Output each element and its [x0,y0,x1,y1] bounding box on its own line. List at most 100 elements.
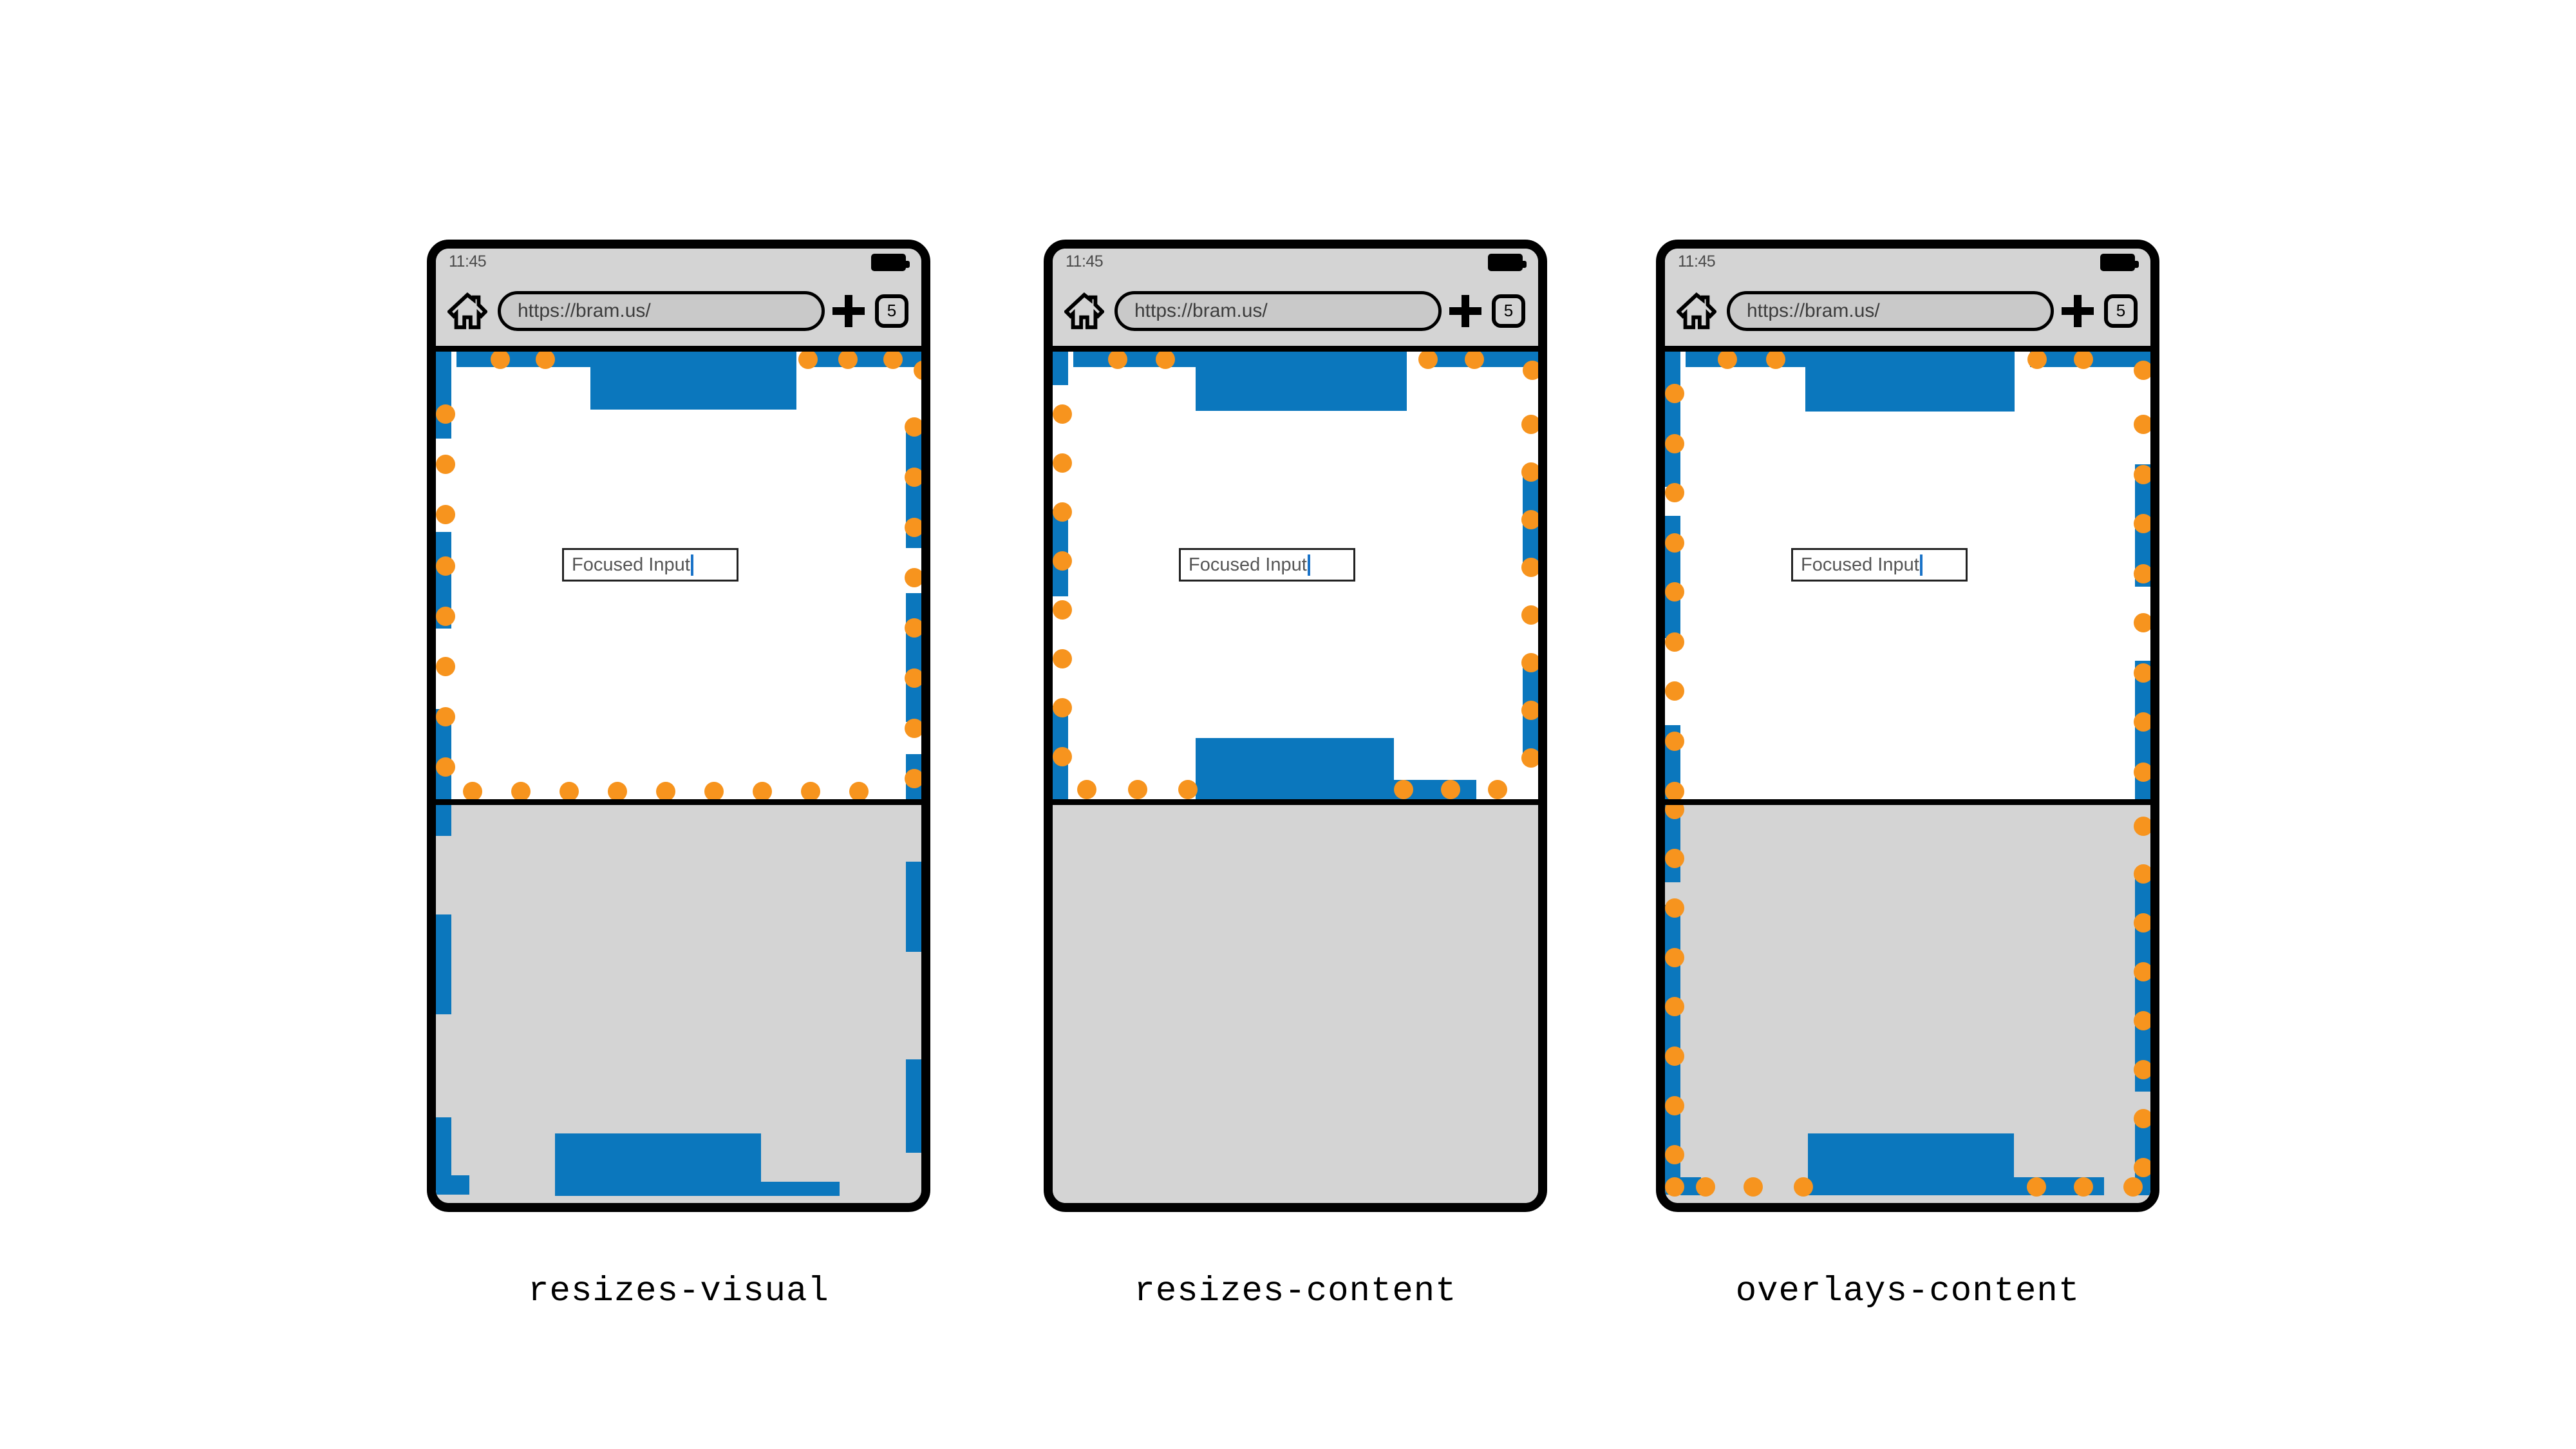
highlight-dot [1718,352,1737,369]
highlight-dot [2134,663,2150,683]
plus-icon[interactable] [1449,294,1481,327]
battery-icon [871,254,910,271]
content-block [436,1117,451,1195]
focused-input[interactable]: Focused Input [1791,548,1968,582]
highlight-dot [1665,849,1684,868]
highlight-dot [905,568,921,587]
text-caret [1919,554,1923,576]
highlight-dot [1794,1177,1813,1197]
highlight-dot [798,352,818,369]
highlight-dot [1696,1177,1715,1197]
home-icon[interactable] [1677,291,1716,331]
highlight-dot [1665,582,1684,601]
highlight-dot [2134,962,2150,981]
content-block [1805,352,2015,412]
highlight-dot [436,657,455,676]
highlight-dot [905,769,921,788]
phone-resizes-content: 11:45 https://bram.us/ 5 [1044,240,1547,1212]
highlight-dot [1108,352,1127,369]
content-block [451,1175,469,1195]
plus-icon[interactable] [832,294,865,327]
highlight-dot [914,361,921,380]
focused-input[interactable]: Focused Input [1179,548,1355,582]
highlight-dot [1178,780,1198,799]
highlight-dot [608,782,627,799]
on-screen-keyboard[interactable] [436,799,921,1203]
browser-toolbar: https://bram.us/ 5 [1665,276,2150,346]
viewport-content: Focused Input [436,352,921,799]
highlight-dot [1521,558,1538,577]
highlight-dot [2134,564,2150,583]
highlight-dot [1523,361,1538,380]
highlight-dot [1665,732,1684,751]
focused-input[interactable]: Focused Input [562,548,738,582]
content-block [436,352,451,358]
highlight-dot [1488,780,1507,799]
browser-chrome: 11:45 https://bram.us/ 5 [1053,249,1538,352]
browser-chrome: 11:45 https://bram.us/ 5 [1665,249,2150,352]
on-screen-keyboard[interactable] [1665,799,2150,1203]
highlight-dot [436,757,455,777]
phone-screen: 11:45 https://bram.us/ 5 [1053,249,1538,1203]
url-bar[interactable]: https://bram.us/ [498,290,825,331]
content-block [1053,358,1068,385]
highlight-dot [1053,649,1072,668]
highlight-dot [1394,780,1413,799]
highlight-dot [2027,352,2047,369]
page-viewport: Focused Input [1053,352,1538,799]
highlight-dot [2134,514,2150,533]
highlight-dot [2134,1158,2150,1177]
highlight-dot [2074,1177,2093,1197]
highlight-dot [1053,551,1072,571]
highlight-dot [436,404,455,424]
content-block [590,352,796,410]
focused-input-value: Focused Input [1189,554,1307,575]
highlight-dot [511,782,531,799]
highlight-dot [491,352,510,369]
url-bar[interactable]: https://bram.us/ [1727,290,2054,331]
home-icon[interactable] [447,291,487,331]
highlight-dot [1418,352,1438,369]
content-block [555,1133,761,1182]
page-viewport: Focused Input [436,352,921,799]
browser-toolbar: https://bram.us/ 5 [436,276,921,346]
content-block [1808,1133,2014,1179]
highlight-dot [2134,613,2150,632]
highlight-dot [2134,817,2150,836]
highlight-dot [905,468,921,487]
on-screen-keyboard[interactable] [1053,799,1538,1203]
highlight-dot [753,782,772,799]
highlight-dot [905,668,921,688]
content-block [1073,352,1208,367]
highlight-dot [1665,805,1684,819]
url-bar[interactable]: https://bram.us/ [1114,290,1442,331]
highlight-dot [801,782,820,799]
plus-icon[interactable] [2062,294,2094,327]
browser-toolbar: https://bram.us/ 5 [1053,276,1538,346]
highlight-dot [436,707,455,726]
highlight-dot [1521,701,1538,720]
highlight-dot [2134,415,2150,434]
highlight-dot [1053,453,1072,473]
tab-counter[interactable]: 5 [875,294,908,328]
highlight-dot [1665,632,1684,652]
home-icon[interactable] [1064,291,1104,331]
keyboard-overlay-content [1053,805,1538,1203]
content-block [1196,738,1394,799]
highlight-dot [2074,352,2093,369]
content-block [906,593,921,722]
phone-screen: 11:45 https://bram.us/ 5 [1665,249,2150,1203]
highlight-dot [1465,352,1484,369]
highlight-dot [1665,384,1684,403]
content-block [1053,352,1068,358]
highlight-dot [536,352,555,369]
highlight-dot [2134,1060,2150,1079]
viewport-content: Focused Input [1665,352,2150,799]
tab-counter[interactable]: 5 [1492,294,1525,328]
tab-counter[interactable]: 5 [2104,294,2138,328]
highlight-dot [849,782,869,799]
highlight-dot [1077,780,1096,799]
highlight-dot [1053,600,1072,620]
phone-resizes-visual: 11:45 https://bram.us/ 5 [427,240,930,1212]
